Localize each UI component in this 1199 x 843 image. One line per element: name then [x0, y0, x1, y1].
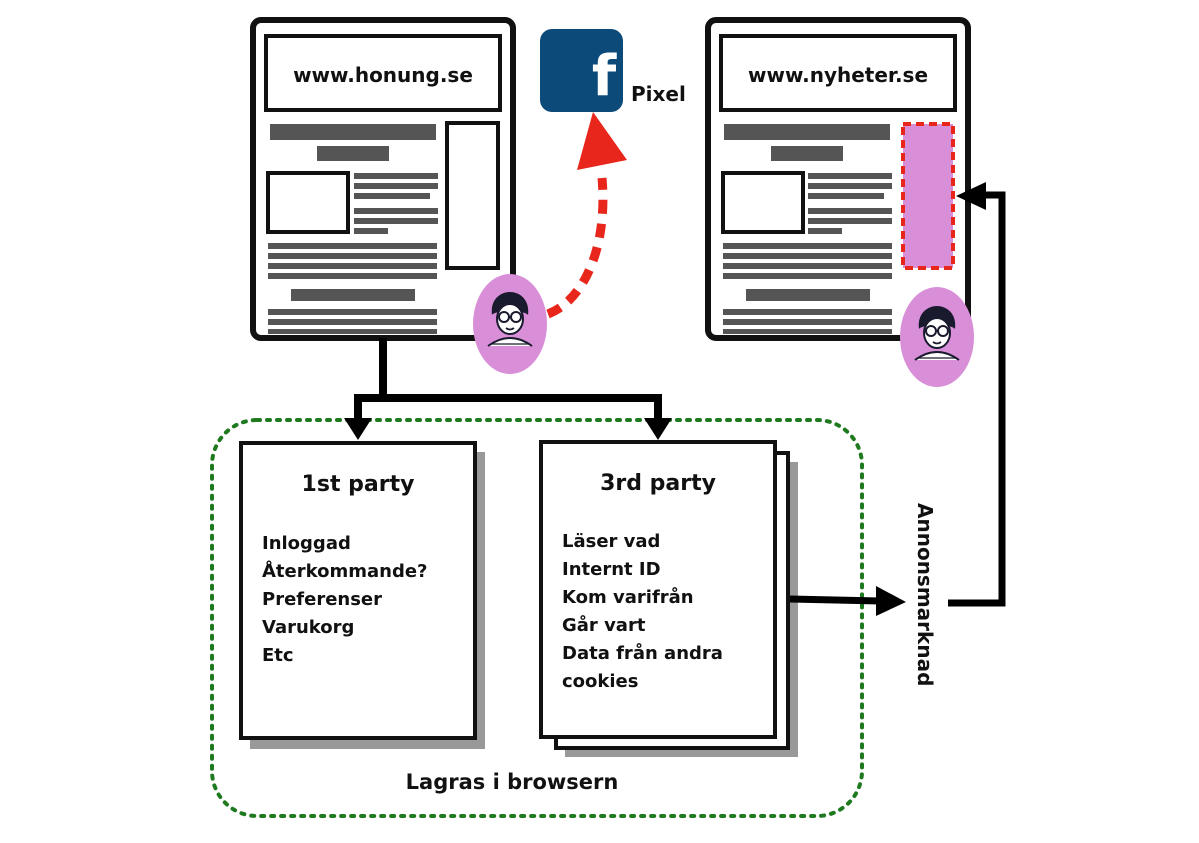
arrow-icon: [577, 112, 627, 170]
third-party-item: Internt ID: [562, 559, 661, 580]
facebook-logo-letter: f: [592, 44, 617, 109]
first-party-item: Återkommande?: [262, 559, 427, 582]
third-party-item: Läser vad: [562, 531, 660, 552]
third-party-title: 3rd party: [600, 471, 716, 496]
first-party-item: Etc: [262, 645, 294, 666]
split-arrows: [354, 338, 662, 423]
first-party-item: Preferenser: [262, 589, 382, 610]
left-url-bar: [264, 34, 502, 112]
browser-storage-container: [210, 418, 864, 818]
browser-storage-label: Lagras i browsern: [406, 770, 619, 794]
third-party-item: cookies: [562, 671, 638, 692]
user-avatar-icon: [914, 306, 960, 361]
third-party-card: 3rd party Läser vad Internt ID Kom varif…: [539, 440, 798, 757]
left-user-avatar: [473, 274, 547, 374]
left-url-text: www.honung.se: [293, 63, 473, 87]
first-party-item: Inloggad: [262, 533, 351, 554]
left-website-mockup: www.honung.se: [250, 17, 516, 341]
third-party-item: Går vart: [562, 614, 646, 636]
first-party-card: 1st party Inloggad Återkommande? Prefere…: [239, 441, 485, 749]
user-avatar-icon: [487, 292, 533, 347]
third-party-item: Kom varifrån: [562, 586, 694, 608]
right-user-avatar: [900, 287, 974, 387]
ad-market-label: Annonsmarknad: [913, 503, 937, 686]
to-ad-market-arrow: [789, 586, 906, 616]
tracking-arrow: [546, 112, 627, 319]
right-website-mockup: www.nyheter.se: [705, 17, 971, 341]
to-ad-slot-arrow: [948, 182, 1006, 607]
pixel-label: Pixel: [631, 82, 686, 106]
right-url-bar: [719, 34, 957, 112]
facebook-icon: f: [540, 29, 623, 112]
ad-slot: [901, 122, 955, 270]
first-party-item: Varukorg: [262, 617, 354, 638]
right-url-text: www.nyheter.se: [748, 63, 928, 87]
first-party-title: 1st party: [302, 472, 415, 497]
third-party-item: Data från andra: [562, 642, 723, 664]
